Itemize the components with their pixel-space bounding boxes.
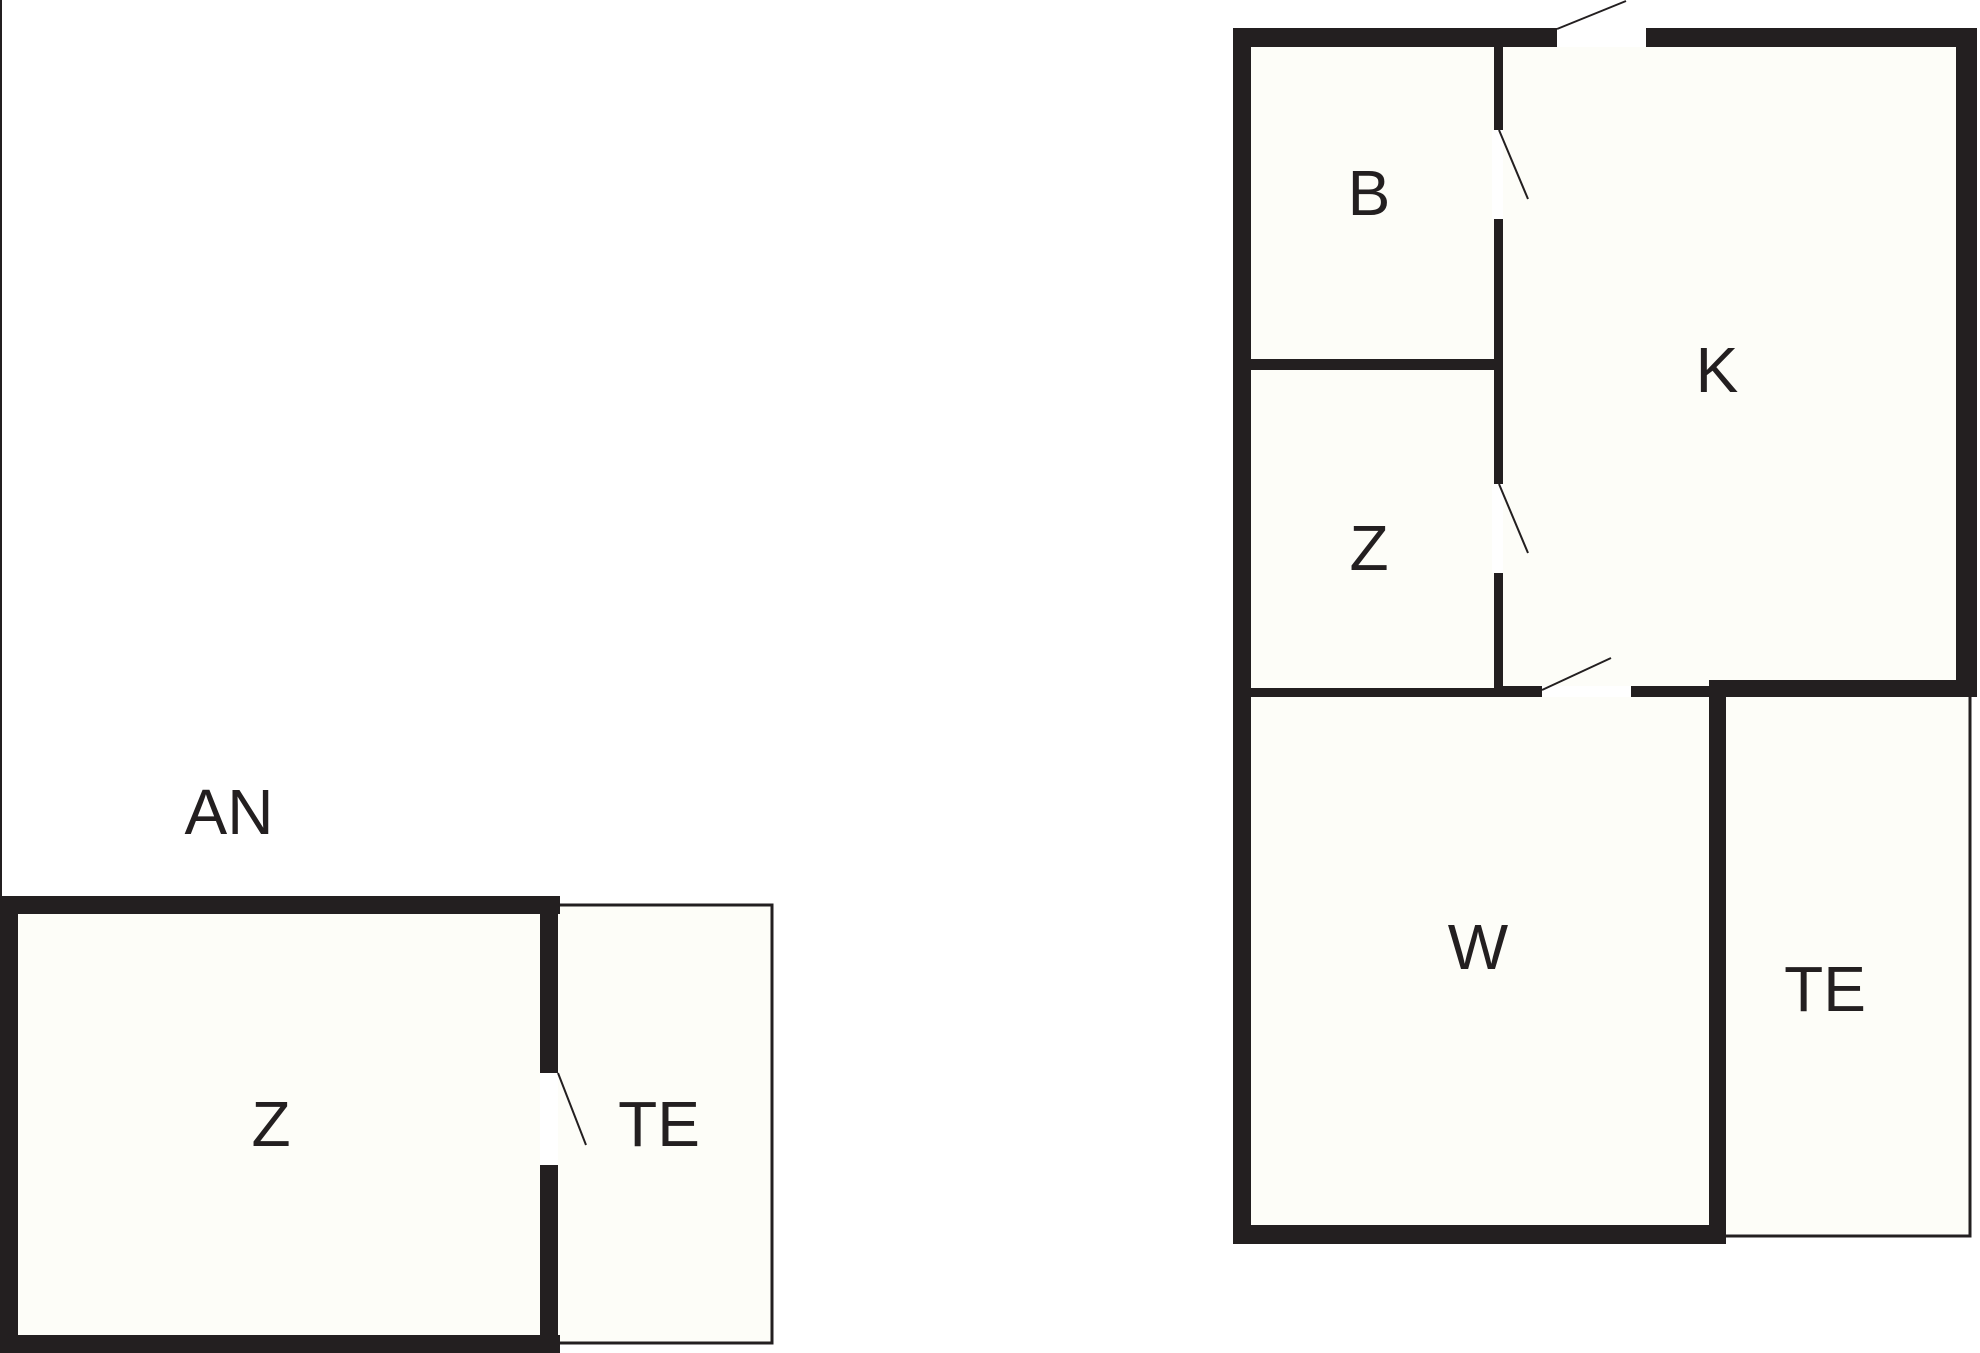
- door-b-gap: [1492, 130, 1503, 219]
- annex-door-gap: [540, 1073, 558, 1165]
- entrance-door-gap: [1557, 28, 1646, 47]
- wall-corridor: [1494, 47, 1503, 688]
- annex-room-z-label: Z: [251, 1088, 290, 1160]
- annex-door-leaf: [557, 1072, 587, 1146]
- annex-wall-top: [0, 896, 560, 914]
- annex-room-z: [8, 905, 550, 1340]
- door-z-gap: [1492, 484, 1503, 573]
- wall-b-z: [1233, 359, 1494, 370]
- room-k-fill: [1503, 47, 1956, 687]
- room-z-label: Z: [1349, 512, 1388, 584]
- wall-right-w: [1709, 680, 1726, 1244]
- annex-wall-bottom: [0, 1335, 560, 1353]
- room-w-fill: [1251, 697, 1709, 1225]
- wall-bottom-w: [1233, 1225, 1726, 1244]
- room-te-label: TE: [1784, 953, 1866, 1025]
- annex-wall-left: [0, 896, 18, 1353]
- annex-building: [0, 896, 774, 1353]
- room-b-label: B: [1348, 157, 1391, 229]
- page-edge-line: [0, 0, 2, 900]
- room-te-fill: [1726, 697, 1970, 1234]
- main-building: [1233, 0, 1977, 1244]
- wall-bottom-k: [1709, 680, 1977, 697]
- room-b-fill: [1251, 47, 1494, 359]
- room-k-label: K: [1696, 334, 1739, 406]
- door-b-leaf: [1498, 129, 1529, 200]
- room-z-fill: [1251, 370, 1494, 688]
- door-w-gap: [1542, 686, 1631, 697]
- room-w-label: W: [1448, 911, 1509, 983]
- annex-label: AN: [185, 776, 274, 848]
- annex-room-te-label: TE: [618, 1088, 700, 1160]
- door-w-leaf: [1541, 657, 1612, 691]
- wall-z-w: [1233, 688, 1495, 697]
- entrance-door-leaf: [1556, 0, 1627, 30]
- wall-left: [1233, 28, 1251, 1244]
- door-z-leaf: [1498, 483, 1529, 554]
- wall-right-k: [1956, 28, 1977, 696]
- annex-room-te: [556, 905, 772, 1342]
